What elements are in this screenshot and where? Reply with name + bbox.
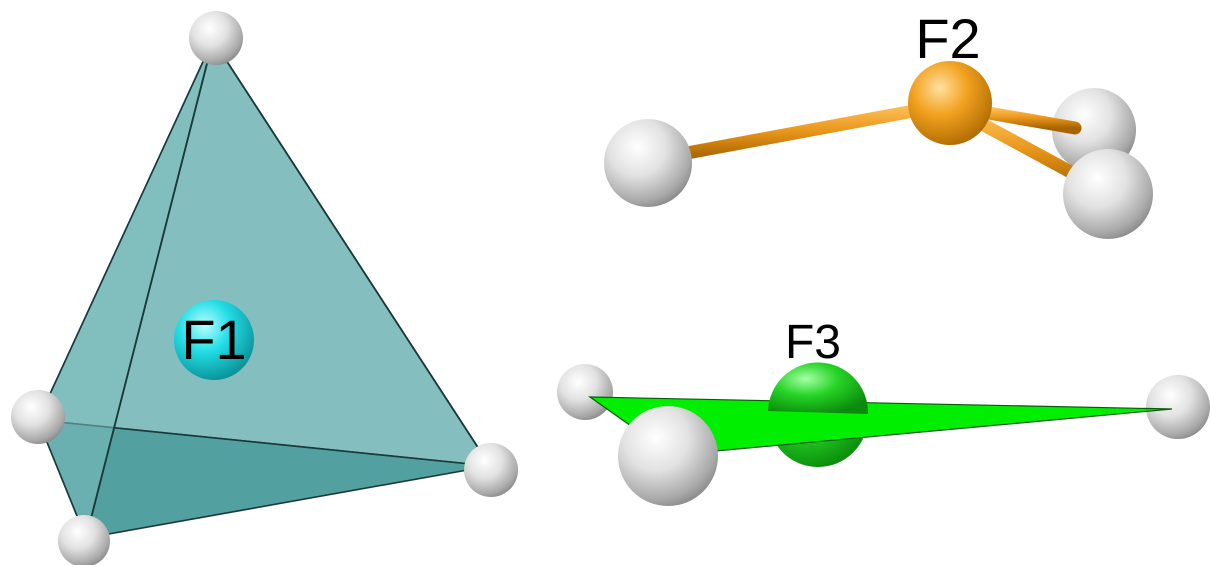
f1-atom (174, 300, 254, 380)
ligand-atom-f2-front (1063, 149, 1153, 239)
ligand-atom-f3-backleft (557, 364, 613, 420)
f1-tetrahedron: F1 (11, 11, 518, 565)
ligand-atom-right (464, 443, 518, 497)
ligand-atom-f3-front (618, 406, 718, 506)
f2-label: F2 (915, 7, 980, 70)
ligand-atom-f3-right (1146, 375, 1210, 439)
f2-atom (908, 61, 992, 145)
f3-structure: F3 (557, 316, 1210, 506)
tetrahedron-edge-front (85, 39, 214, 539)
f2-structure: F2 (604, 7, 1153, 239)
ligand-atom-bottom (58, 515, 110, 565)
ligand-atom-left (11, 390, 65, 444)
f3-atom-cap (768, 362, 869, 414)
ligand-atom-f2-left (604, 119, 692, 207)
f1-label: F1 (181, 308, 246, 371)
f2-bond-left (653, 98, 953, 165)
f3-label: F3 (785, 316, 841, 369)
ligand-atom-apex (189, 11, 243, 65)
tetrahedron-edge-right (212, 39, 491, 467)
